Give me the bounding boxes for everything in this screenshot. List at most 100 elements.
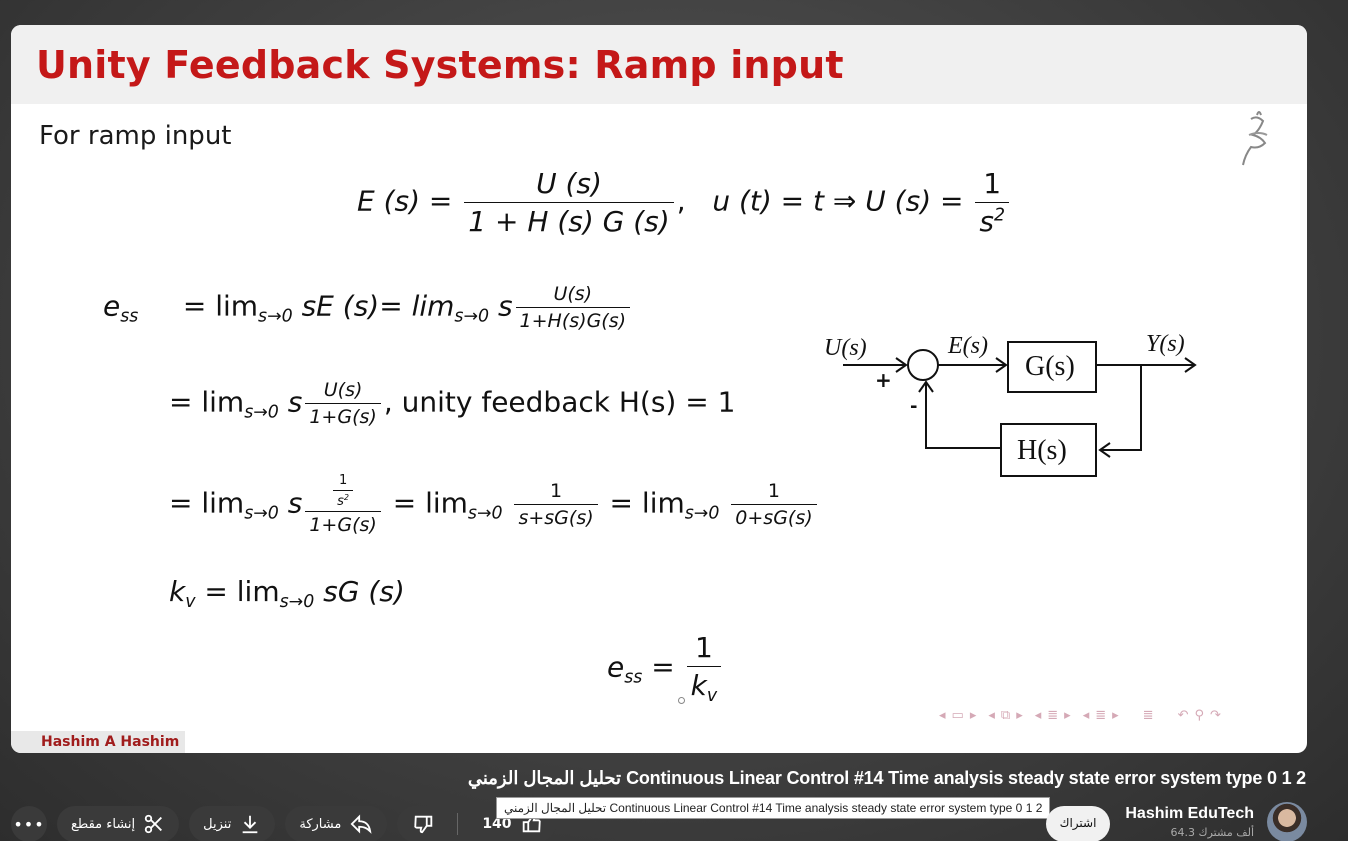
summing-junction (907, 349, 939, 381)
lim-operator: = lim (204, 575, 280, 608)
share-button[interactable]: مشاركة (285, 806, 388, 841)
next-subsection-icon[interactable]: ▸ (1016, 707, 1023, 723)
comma: , (676, 184, 686, 218)
like-button[interactable]: 140 (466, 806, 555, 841)
toc-icon[interactable]: ≣ (1142, 707, 1154, 723)
back-icon[interactable]: ↶ (1177, 707, 1189, 723)
fraction-denominator: 1 + H (s) G (s) (464, 202, 674, 238)
frame-icon[interactable]: ▭ (951, 707, 964, 723)
subscript: v (706, 686, 718, 707)
feedback-path-left (925, 382, 1001, 449)
fraction-denominator: 1+H(s)G(s) (515, 307, 631, 332)
lim-subscript: s→0 (279, 592, 315, 613)
download-label: تنزيل (203, 816, 232, 832)
fraction-numerator: U(s) (323, 379, 363, 401)
subscript: ss (120, 306, 139, 327)
channel-avatar[interactable] (1267, 802, 1307, 841)
scissors-icon (144, 814, 163, 834)
lim-subscript: s→0 (454, 306, 490, 327)
ess-symbol: e (103, 289, 121, 323)
ess-symbol: e (607, 650, 625, 684)
fraction-denominator: s+sG(s) (514, 503, 598, 529)
s-variable: s (497, 289, 513, 323)
lim-operator: = lim (169, 486, 245, 520)
prev-slide-icon[interactable]: ◂ (1082, 707, 1090, 723)
slide-author: Hashim A Hashim (11, 731, 185, 753)
download-button[interactable]: تنزيل (189, 806, 276, 841)
g-block-rect (1007, 341, 1097, 393)
feedback-arrowhead (1098, 442, 1111, 458)
fraction-numerator: 1 (767, 479, 781, 502)
arabic-calligraphy-logo-icon (1242, 111, 1268, 166)
subscriber-count: 64.3 ألف مشترك (1170, 826, 1254, 839)
next-section-icon[interactable]: ▸ (1064, 707, 1071, 723)
minus-sign: - (910, 396, 917, 417)
dislike-button[interactable] (397, 806, 449, 841)
subscript: v (185, 592, 196, 613)
output-label: Y(s) (1146, 331, 1185, 357)
feedback-path-right (1100, 365, 1142, 451)
unity-feedback-note: , unity feedback H(s) = 1 (383, 385, 736, 419)
prev-frame-icon[interactable]: ◂ (939, 707, 946, 723)
eq-lhs: E (s) = (357, 184, 453, 218)
share-label: مشاركة (299, 816, 342, 832)
forward-icon[interactable]: ↷ (1210, 707, 1221, 723)
intro-text: For ramp input (39, 121, 232, 151)
slide-icon[interactable]: ≣ (1095, 707, 1107, 723)
share-icon (350, 814, 372, 834)
channel-name[interactable]: Hashim EduTech (1125, 805, 1254, 822)
thumbs-down-icon (414, 815, 433, 834)
more-actions-button[interactable]: ••• (11, 806, 47, 841)
s-variable: s (287, 385, 303, 419)
slide-title: Unity Feedback Systems: Ramp input (36, 43, 844, 87)
video-actions: ••• إنشاء مقطع تنزيل مشاركة 140 (11, 806, 556, 841)
fraction-numerator: U (s) (536, 167, 602, 200)
lim-subscript: s→0 (244, 503, 279, 524)
ramp-input-definition: u (t) = t ⇒ U (s) = (712, 184, 964, 218)
more-icon: ••• (13, 814, 45, 834)
beamer-navigation-bar: ◂ ▭ ▸ ◂ ⧉ ▸ ◂ ≣ ▸ ◂ ≣ ▸ ≣ ↶ ⚲ ↷ (939, 705, 1221, 725)
lim-subscript: s→0 (258, 306, 293, 327)
prev-subsection-icon[interactable]: ◂ (988, 707, 995, 723)
lim-subscript: s→0 (244, 402, 279, 423)
video-title: تحليل المجال الزمني Continuous Linear Co… (467, 768, 1306, 788)
clip-button[interactable]: إنشاء مقطع (57, 806, 180, 841)
kv-rhs: sG (s) (323, 575, 405, 608)
subscribe-button[interactable]: اشتراك (1046, 806, 1110, 841)
kv-equation: kv = lims→0 sG (s) (169, 575, 405, 612)
fraction-denominator: s (337, 493, 344, 509)
slide: Unity Feedback Systems: Ramp input For r… (11, 25, 1307, 753)
error-label: E(s) (947, 333, 988, 359)
prev-section-icon[interactable]: ◂ (1034, 707, 1042, 723)
sum-arrowhead (918, 380, 934, 393)
error-definition-equation: E (s) = U (s)1 + H (s) G (s), u (t) = t … (357, 167, 1012, 238)
plus-sign: + (875, 368, 892, 392)
fraction-denominator: s (979, 205, 994, 238)
title-tooltip: تحليل المجال الزمني Continuous Linear Co… (496, 797, 1051, 819)
exponent: 2 (343, 493, 350, 502)
feedback-block-diagram: U(s) E(s) Y(s) G(s) H(s) + - (824, 331, 1197, 477)
g-block-label: G(s) (1025, 351, 1075, 382)
fraction-denominator: 0+sG(s) (731, 503, 817, 529)
h-block-rect (1000, 423, 1097, 477)
next-frame-icon[interactable]: ▸ (969, 707, 977, 723)
search-icon[interactable]: ⚲ (1194, 707, 1204, 723)
subscript: ss (624, 667, 643, 688)
download-icon (243, 815, 258, 834)
kv-symbol: k (169, 575, 186, 608)
h-block-label: H(s) (1017, 435, 1067, 466)
fraction-numerator: U(s) (553, 283, 593, 305)
lim-operator: = lim (169, 385, 245, 419)
like-count: 140 (482, 816, 512, 832)
next-slide-icon[interactable]: ▸ (1112, 707, 1119, 723)
fraction-numerator: 1 (550, 479, 563, 502)
section-icon[interactable]: ≣ (1047, 707, 1059, 723)
like-separator (457, 813, 459, 835)
s-variable: s (287, 486, 303, 520)
fraction-numerator: 1 (694, 631, 713, 664)
subsection-icon[interactable]: ⧉ (1000, 707, 1011, 723)
